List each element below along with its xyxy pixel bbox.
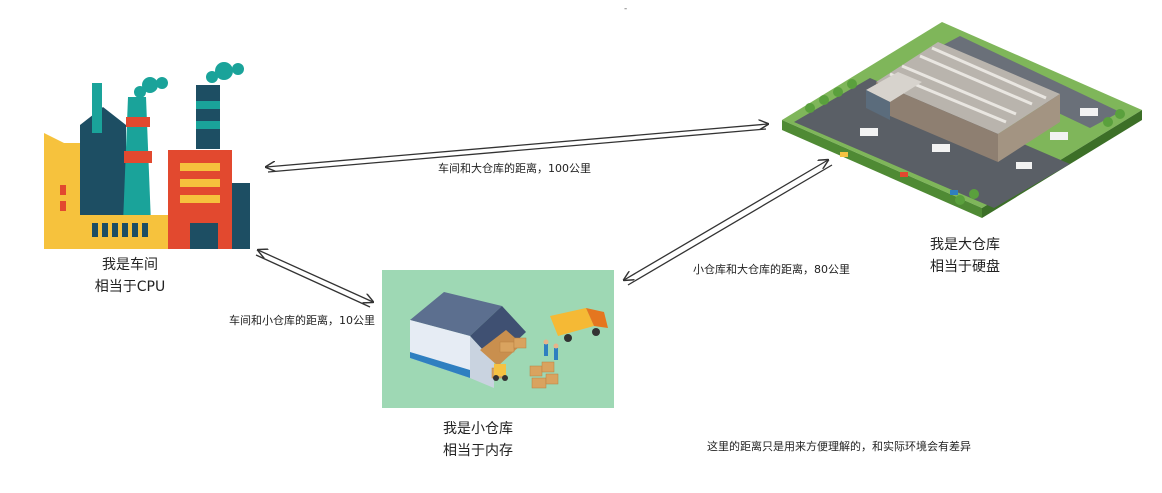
large-warehouse-illustration [782,22,1142,218]
factory-illustration [44,62,250,249]
arrow-factory-small [256,250,373,308]
footnote: 这里的距离只是用来方便理解的，和实际环境会有差异 [707,440,971,453]
factory-label-line2: 相当于CPU [94,279,166,295]
arrow-factory-large [266,124,768,173]
factory-label-line1: 我是车间 [102,257,158,273]
small-warehouse-label-line2: 相当于内存 [443,443,513,459]
arrow-small-large [624,160,833,286]
edge-label-small-large: 小仓库和大仓库的距离，80公里 [693,263,850,276]
large-warehouse-label: 我是大仓库 相当于硬盘 [905,234,1025,278]
small-warehouse-panel [382,270,614,408]
small-warehouse-label-line1: 我是小仓库 [443,421,513,437]
factory-label: 我是车间 相当于CPU [70,254,190,298]
edge-label-factory-large: 车间和大仓库的距离，100公里 [438,162,591,175]
edge-label-factory-small: 车间和小仓库的距离，10公里 [229,314,375,327]
top-mark: - [624,4,628,14]
large-warehouse-label-line2: 相当于硬盘 [930,259,1000,275]
small-warehouse-label: 我是小仓库 相当于内存 [418,418,538,462]
small-warehouse-illustration [410,292,608,389]
large-warehouse-label-line1: 我是大仓库 [930,237,1000,253]
